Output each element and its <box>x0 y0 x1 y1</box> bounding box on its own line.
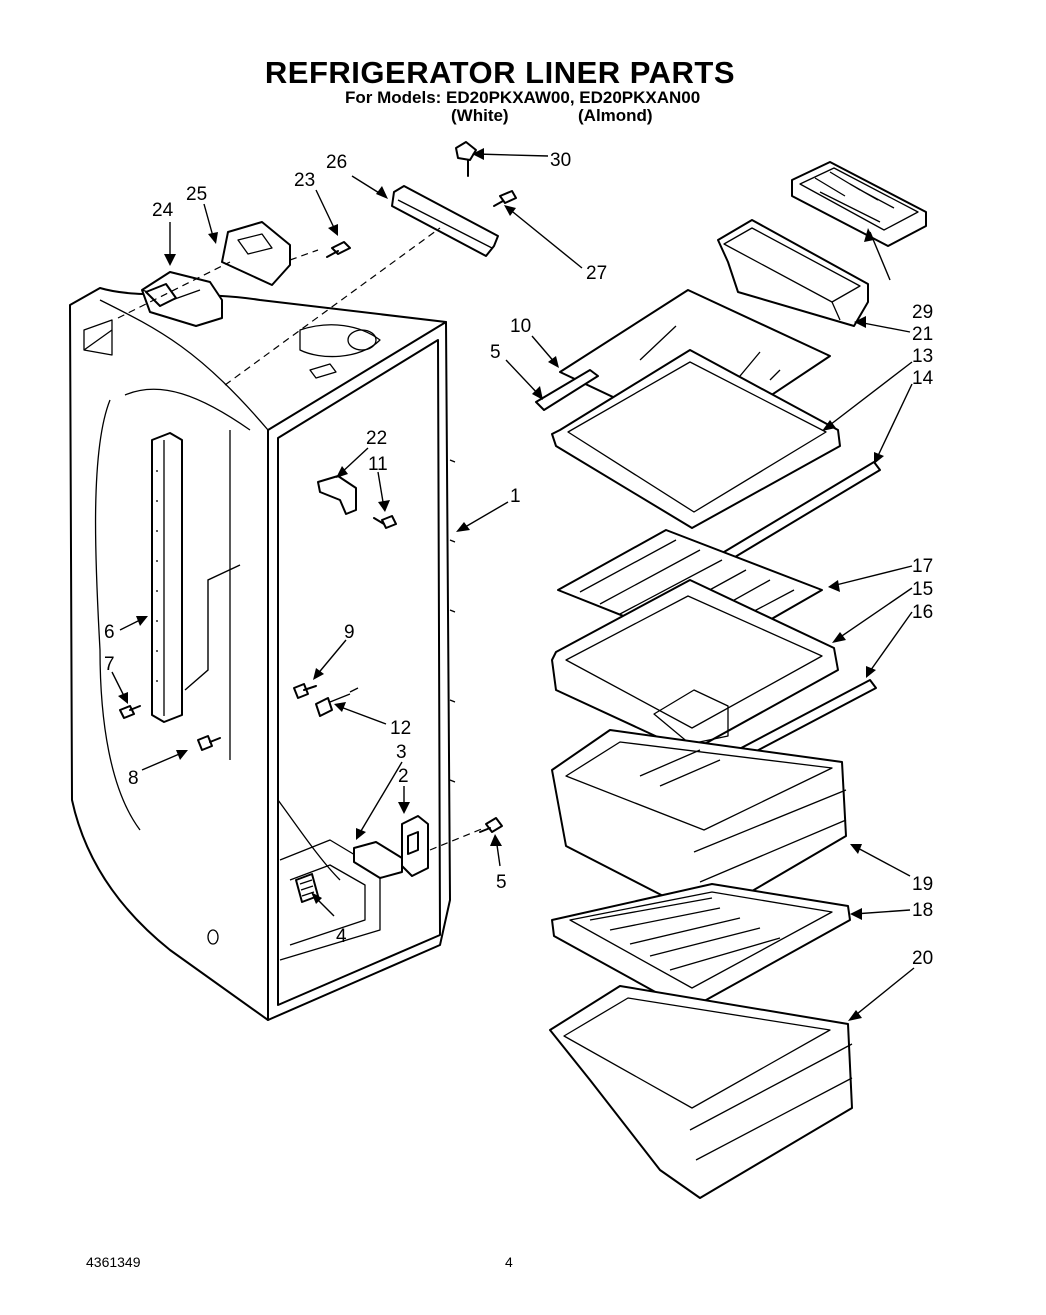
callout-17: 17 <box>912 556 933 577</box>
damper-bracket <box>221 221 291 286</box>
callout-26: 26 <box>326 152 347 173</box>
screw-5-lower <box>479 817 503 833</box>
screw-27 <box>493 190 517 207</box>
fastener-12 <box>315 687 359 717</box>
callout-23: 23 <box>294 170 315 191</box>
callout-3: 3 <box>396 742 407 763</box>
ice-bin <box>717 219 869 327</box>
cover-3 <box>353 841 403 879</box>
drawer-cover <box>551 883 851 1011</box>
liner-cabinet <box>69 287 456 1021</box>
document-number: 4361349 <box>86 1254 141 1270</box>
callout-18: 18 <box>912 900 933 921</box>
callout-29: 29 <box>912 302 933 323</box>
ice-cube-tray <box>791 161 927 247</box>
callout-21: 21 <box>912 324 933 345</box>
callout-numbers: 30 26 23 25 24 27 29 21 10 5 13 14 22 11… <box>104 150 934 969</box>
callout-30: 30 <box>550 150 571 171</box>
callout-19: 19 <box>912 874 933 895</box>
callout-5-upper: 5 <box>490 342 501 363</box>
control-housing <box>141 271 223 327</box>
fastener-8 <box>197 735 221 751</box>
variant-white-label: (White) <box>451 106 509 125</box>
callout-13: 13 <box>912 346 933 367</box>
callout-1: 1 <box>510 486 521 507</box>
callout-6: 6 <box>104 622 115 643</box>
callout-2: 2 <box>398 766 409 787</box>
models-line: For Models: ED20PKXAW00, ED20PKXAN00 <box>345 88 701 107</box>
callout-22: 22 <box>366 428 387 449</box>
shelf-frame-13 <box>551 349 841 529</box>
callout-15: 15 <box>912 579 933 600</box>
crisper-cover-frame <box>551 579 839 753</box>
callout-8: 8 <box>128 768 139 789</box>
callout-14: 14 <box>912 368 934 389</box>
callout-5-lower: 5 <box>496 872 507 893</box>
callout-12: 12 <box>390 718 411 739</box>
callout-7: 7 <box>104 654 115 675</box>
callout-9: 9 <box>344 622 355 643</box>
callout-10: 10 <box>510 316 531 337</box>
fastener-9 <box>293 683 317 699</box>
callout-16: 16 <box>912 602 933 623</box>
callout-11: 11 <box>368 454 388 475</box>
channel-26 <box>391 185 499 257</box>
callout-4: 4 <box>336 926 347 947</box>
screw-7 <box>119 705 141 719</box>
page-number: 4 <box>505 1254 513 1270</box>
screw-23 <box>326 241 351 258</box>
callout-25: 25 <box>186 184 207 205</box>
screw-11 <box>373 515 397 529</box>
callout-20: 20 <box>912 948 933 969</box>
leader-lines <box>111 148 915 1021</box>
clip-30 <box>455 141 477 177</box>
bracket-2 <box>401 815 429 877</box>
callout-27: 27 <box>586 263 607 284</box>
page-title: REFRIGERATOR LINER PARTS <box>264 55 736 90</box>
bottom-drawer <box>549 985 853 1199</box>
variant-almond-label: (Almond) <box>578 106 653 125</box>
callout-24: 24 <box>152 200 174 221</box>
bracket-22 <box>317 475 357 515</box>
crisper-drawer <box>551 729 847 919</box>
shelf-trim-5 <box>535 369 599 411</box>
shelf-ladder-rail <box>151 432 183 723</box>
